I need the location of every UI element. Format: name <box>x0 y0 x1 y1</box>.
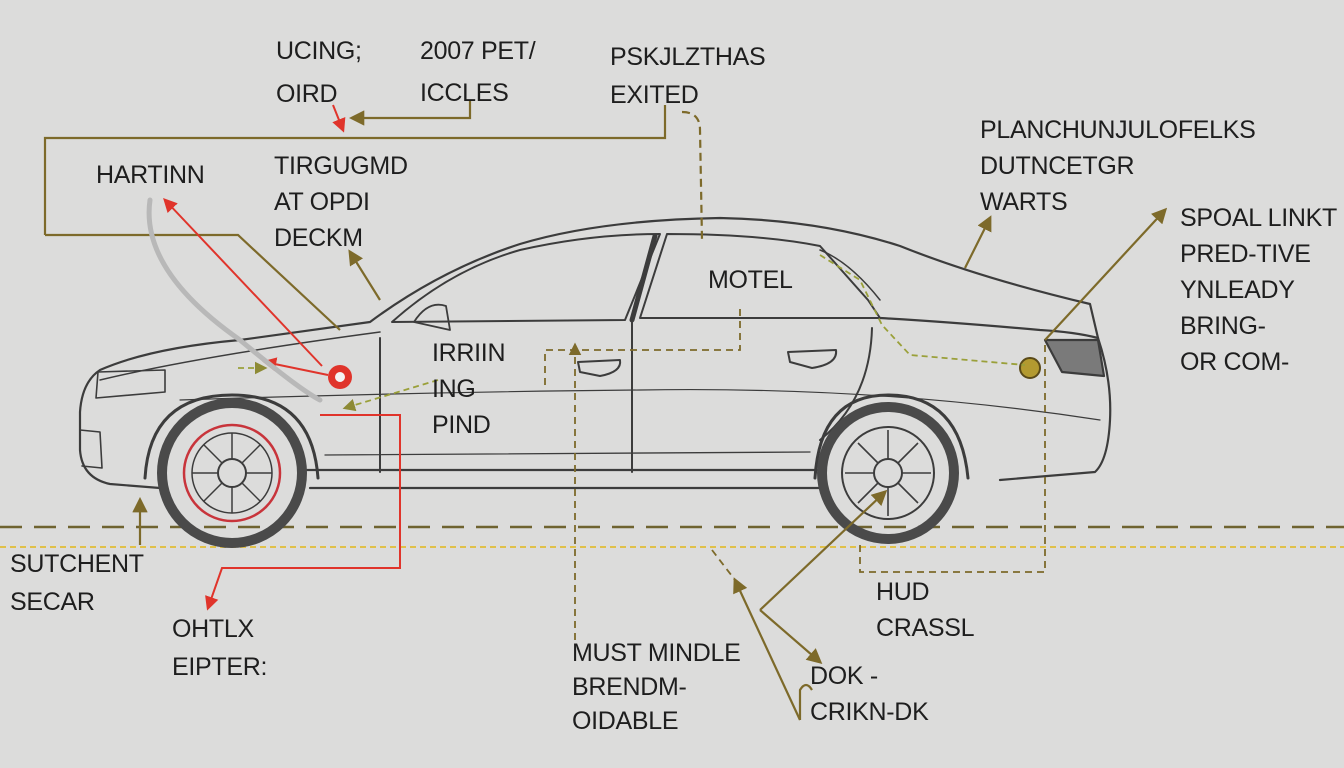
label-top-mid: 2007 PET/ICCLES <box>420 37 536 107</box>
leader-lines-olive <box>43 100 1168 721</box>
label-top-left: UCING;OIRD <box>276 37 362 108</box>
trunk-marker <box>1019 357 1041 379</box>
leader-lines-red <box>163 104 401 611</box>
sketch-stroke <box>146 197 323 403</box>
label-hood-left: HARTINN <box>96 161 205 189</box>
rear-wheel <box>817 402 959 544</box>
car-body <box>78 216 1112 490</box>
leader-lines-dashed <box>544 308 1046 640</box>
leader-lines-green <box>238 254 1026 412</box>
hood-target-marker <box>328 365 352 389</box>
label-window: MOTEL <box>708 266 793 294</box>
label-bottom-right-2: DOK -CRIKN-DK <box>810 662 929 726</box>
front-wheel <box>157 398 307 548</box>
